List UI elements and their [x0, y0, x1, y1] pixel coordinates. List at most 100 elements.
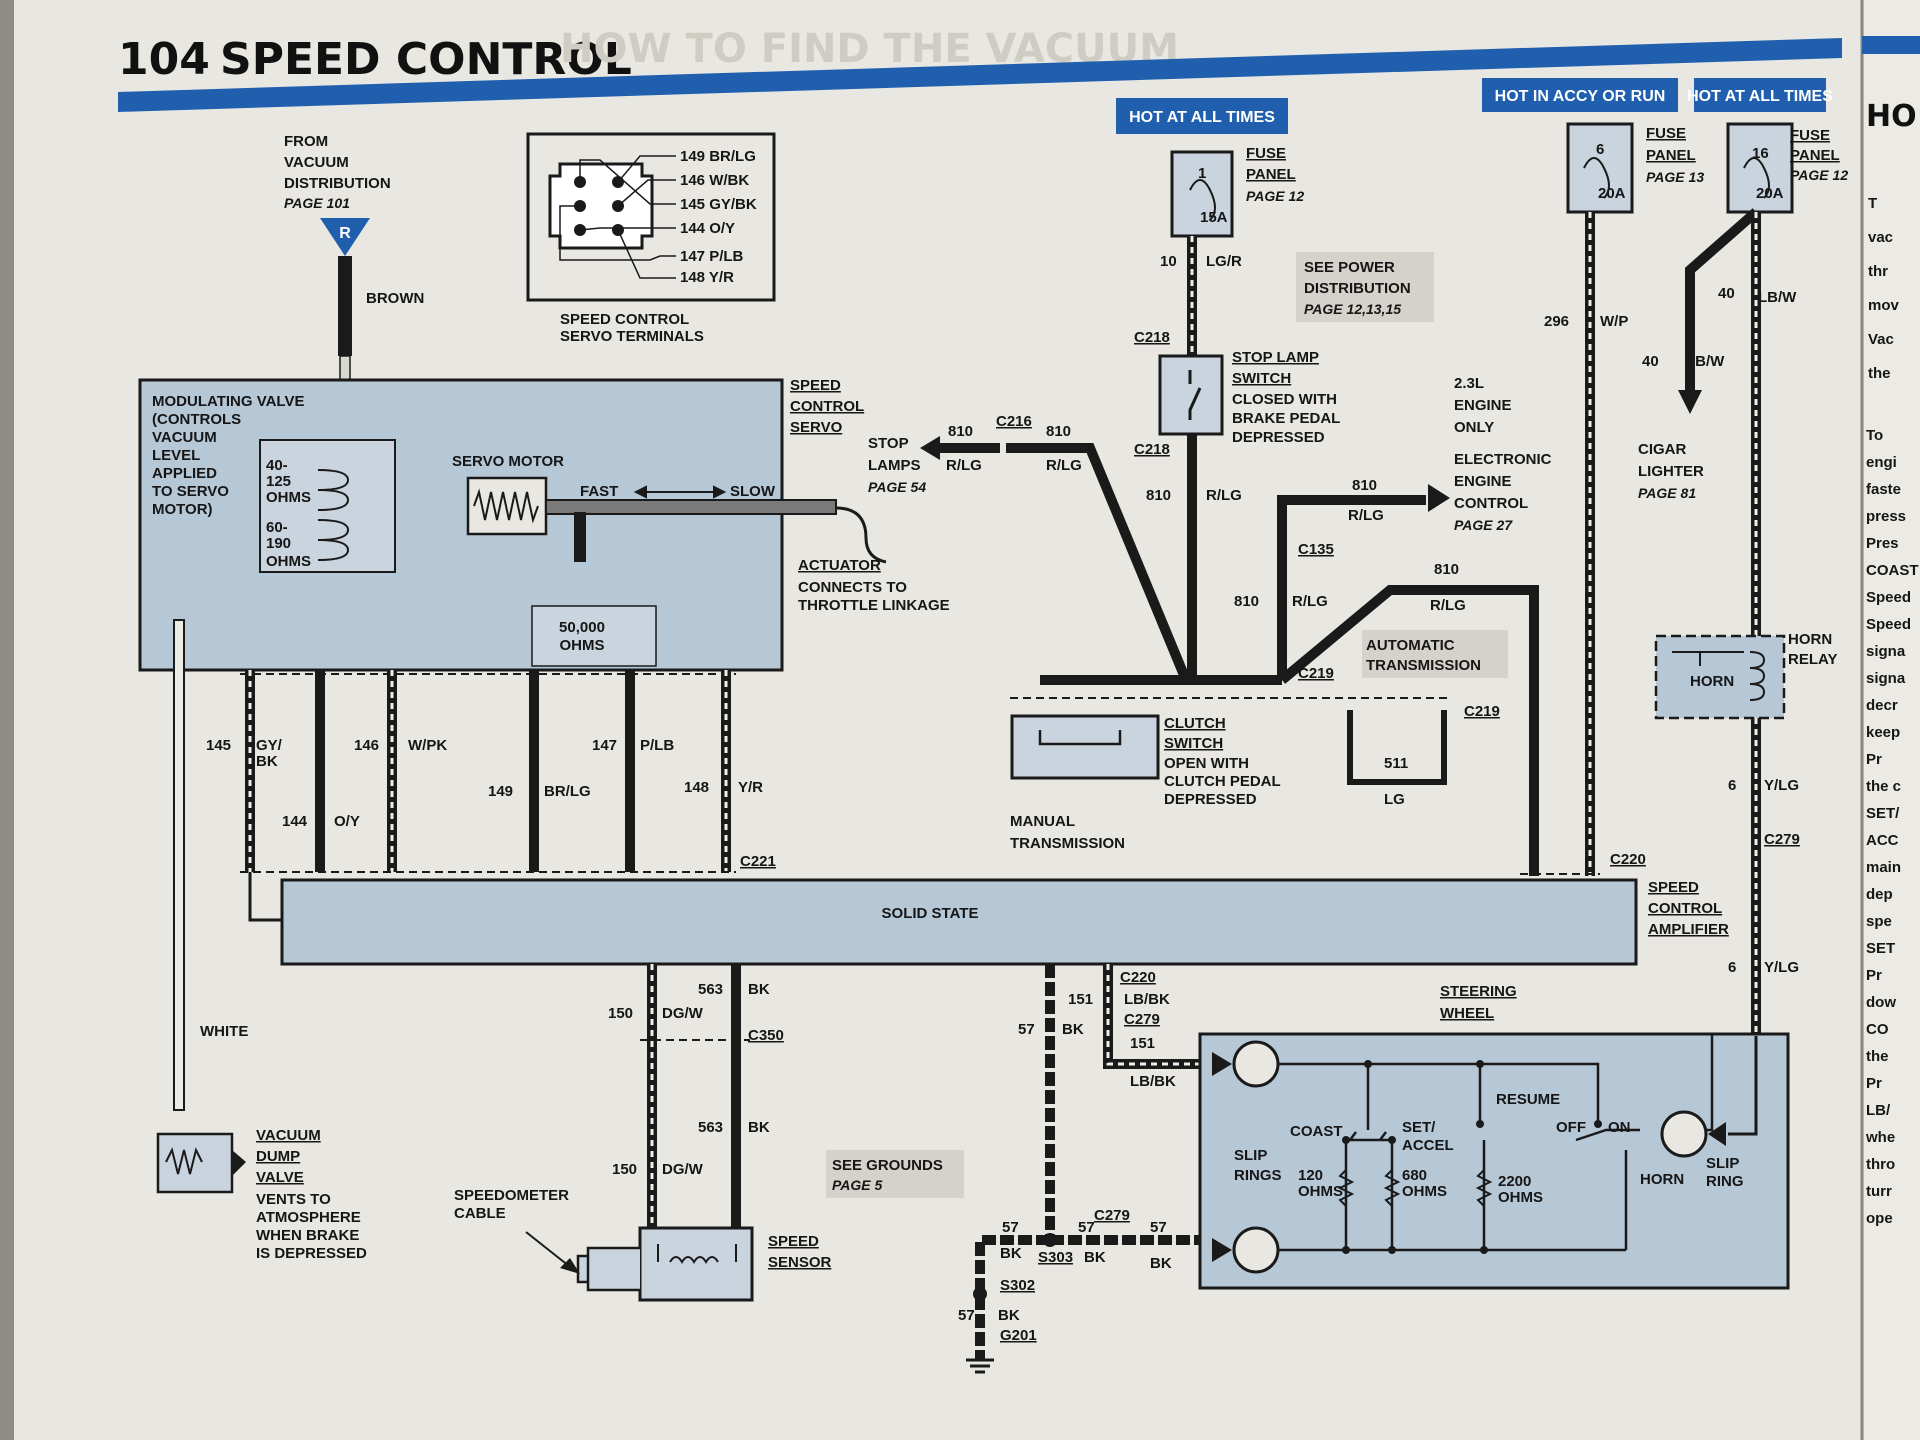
- servo-terminals-label-2: SERVO TERMINALS: [560, 328, 704, 345]
- wire-296-color: W/P: [1600, 313, 1628, 330]
- r120-1: 120: [1298, 1167, 1323, 1184]
- eec-wire-num: 810: [1352, 477, 1377, 494]
- coil-1-line-2: 125: [266, 473, 291, 490]
- modulating-valve-line-4: LEVEL: [152, 447, 200, 464]
- r120-2: OHMS: [1298, 1183, 1343, 1200]
- wire-149-num: 149: [488, 783, 513, 800]
- grounds-ref-page: PAGE 5: [832, 1177, 883, 1193]
- right-page-word-34: thro: [1866, 1156, 1895, 1173]
- hot-banner-2: [1482, 78, 1678, 112]
- wire-810-main: [1040, 434, 1282, 685]
- jumper-511-color: LG: [1384, 791, 1405, 808]
- right-page-header: HO: [1866, 99, 1917, 134]
- right-page-word-25: spe: [1866, 913, 1892, 930]
- hot-banner-1: [1116, 98, 1288, 134]
- w150b-color: DG/W: [662, 1161, 704, 1178]
- wire-810-auto: [1278, 585, 1539, 876]
- connector-c218a: C218: [1134, 329, 1170, 346]
- w563-color: BK: [748, 981, 770, 998]
- w151b-color: LB/BK: [1130, 1073, 1176, 1090]
- horn-relay-name-2: RELAY: [1788, 651, 1837, 668]
- stop-wire-3-num: 810: [1146, 487, 1171, 504]
- pot-value-1: 50,000: [559, 619, 605, 636]
- wire-151: [1103, 964, 1200, 1069]
- w563b-num: 563: [698, 1119, 723, 1136]
- w57-color: BK: [1062, 1021, 1084, 1038]
- servo-pin-6: 148 Y/R: [680, 269, 734, 286]
- connector-c219a: C219: [1298, 665, 1334, 682]
- ground-g201-symbol: [966, 1358, 994, 1374]
- servo-spring: [473, 488, 539, 524]
- wire-6-color-1: Y/LG: [1764, 777, 1799, 794]
- horn-slip-arrow: [1708, 1122, 1726, 1146]
- ground-wire-57: [975, 1235, 1200, 1360]
- wire-6-num-2: 6: [1728, 959, 1736, 976]
- coast-label: COAST: [1290, 1123, 1343, 1140]
- fast-slow-arrow: [633, 485, 727, 499]
- right-page-word-16: signa: [1866, 670, 1906, 687]
- grounds-ref: SEE GROUNDS: [832, 1157, 943, 1174]
- actuator-note-1: CONNECTS TO: [798, 579, 907, 596]
- g57c-color: BK: [1150, 1255, 1172, 1272]
- fuse-3-amps: 20A: [1756, 185, 1784, 202]
- wire-147-num: 147: [592, 737, 617, 754]
- dump-valve-note-4: IS DEPRESSED: [256, 1245, 367, 1262]
- header-rule: [118, 38, 1842, 112]
- connector-c216: C216: [996, 413, 1032, 430]
- right-page-word-18: keep: [1866, 724, 1900, 741]
- connector-c350: C350: [748, 1027, 784, 1044]
- speed-control-amplifier: [280, 878, 1638, 966]
- stop-lamps-label-2: LAMPS: [868, 457, 921, 474]
- clutch-name-1: CLUTCH: [1164, 715, 1226, 732]
- resume-label: RESUME: [1496, 1091, 1560, 1108]
- w150b-num: 150: [612, 1161, 637, 1178]
- fuse-3-page: PAGE 12: [1790, 167, 1848, 183]
- fuse-2-element: [1583, 157, 1610, 199]
- manual-trans-2: TRANSMISSION: [1010, 835, 1125, 852]
- servo-name-1: SPEED: [790, 377, 841, 394]
- splice-s303: [1043, 1233, 1057, 1247]
- wire-6-to-wheel: [1728, 1036, 1758, 1136]
- clutch-switch-contact: [1038, 730, 1122, 746]
- steering-resistors: [1337, 1169, 1493, 1207]
- wire-145-color-2: BK: [256, 753, 278, 770]
- wire-148-num: 148: [684, 779, 709, 796]
- fuse-2-label-2: PANEL: [1646, 147, 1696, 164]
- dump-valve-plunger: [232, 1150, 246, 1176]
- wire-148-color: Y/R: [738, 779, 763, 796]
- connector-s302: S302: [1000, 1277, 1035, 1294]
- wire-810-stoplamps: [1006, 443, 1191, 682]
- wire-40-num-top: 40: [1718, 285, 1735, 302]
- grounds-ref-box: [826, 1150, 964, 1198]
- auto-trans-box: [1362, 630, 1508, 678]
- fuse-1-element: [1189, 179, 1216, 221]
- horn-relay-name-1: HORN: [1788, 631, 1832, 648]
- fuse-2-page: PAGE 13: [1646, 169, 1704, 185]
- steering-name-1: STEERING: [1440, 983, 1517, 1000]
- coil-1-line-3: OHMS: [266, 489, 311, 506]
- cigar-arrow: [1678, 390, 1702, 414]
- power-ref-page: PAGE 12,13,15: [1304, 301, 1401, 317]
- connector-c221: C221: [740, 853, 776, 870]
- g57a-color: BK: [1000, 1245, 1022, 1262]
- w810-a-color: R/LG: [1292, 593, 1328, 610]
- stop-lamps-label-1: STOP: [868, 435, 909, 452]
- slip-ring-1: [1232, 1040, 1280, 1088]
- right-page-word-10: press: [1866, 508, 1906, 525]
- hot-banner-2-text: HOT IN ACCY OR RUN: [1495, 88, 1666, 105]
- right-page-word-32: LB/: [1866, 1102, 1891, 1119]
- wire-145-to-amp: [248, 872, 282, 922]
- amplifier-name-1: SPEED: [1648, 879, 1699, 896]
- slip-ring-label-2: RING: [1706, 1173, 1744, 1190]
- wire-6-num-1: 6: [1728, 777, 1736, 794]
- on-label: ON: [1608, 1119, 1631, 1136]
- cigar-name-2: LIGHTER: [1638, 463, 1704, 480]
- r2200-2: OHMS: [1498, 1189, 1543, 1206]
- connector-c279b: C279: [1124, 1011, 1160, 1028]
- wire-149-color: BR/LG: [544, 783, 591, 800]
- horn-relay-contact: [1672, 651, 1744, 666]
- right-page-word-13: Speed: [1866, 589, 1911, 606]
- speed-sensor-coil: [657, 1244, 737, 1264]
- w151-num: 151: [1068, 991, 1093, 1008]
- auto-trans-1: AUTOMATIC: [1366, 637, 1455, 654]
